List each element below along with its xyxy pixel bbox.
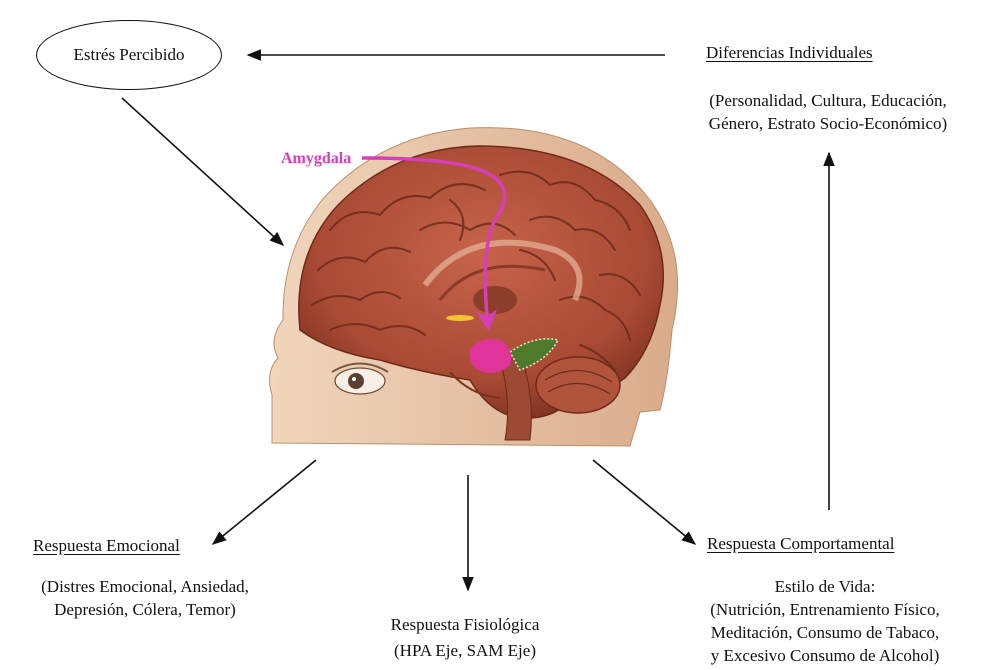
amygdala-label: Amygdala xyxy=(281,150,351,168)
behavioral-response-detail-line2: (Nutrición, Entrenamiento Físico, xyxy=(660,599,990,621)
perceived-stress-label: Estrés Percibido xyxy=(74,45,185,65)
emotional-response-detail-line1: (Distres Emocional, Ansiedad, xyxy=(0,576,290,598)
individual-differences-title: Diferencias Individuales xyxy=(706,42,873,64)
emotional-response-detail-line2: Depresión, Cólera, Temor) xyxy=(0,599,290,621)
behavioral-response-detail-line1: Estilo de Vida: xyxy=(660,576,990,598)
amygdala-region xyxy=(470,339,512,373)
physiological-response-detail: (HPA Eje, SAM Eje) xyxy=(355,640,575,662)
behavioral-response-detail-line3: Meditación, Consumo de Tabaco, xyxy=(660,622,990,644)
arrow-brain-to-behavioral xyxy=(593,460,695,544)
head-illustration xyxy=(270,128,678,446)
perceived-stress-node: Estrés Percibido xyxy=(36,20,222,90)
emotional-response-title: Respuesta Emocional xyxy=(33,535,180,557)
arrow-brain-to-emotional xyxy=(213,460,316,544)
physiological-response-title: Respuesta Fisiológica xyxy=(355,614,575,636)
arrow-stress-to-brain xyxy=(122,98,283,245)
individual-differences-detail-line1: (Personalidad, Cultura, Educación, xyxy=(668,90,988,112)
individual-differences-detail-line2: Género, Estrato Socio-Económico) xyxy=(668,113,988,135)
behavioral-response-title: Respuesta Comportamental xyxy=(707,533,894,555)
behavioral-response-detail-line4: y Excesivo Consumo de Alcohol) xyxy=(660,645,990,667)
